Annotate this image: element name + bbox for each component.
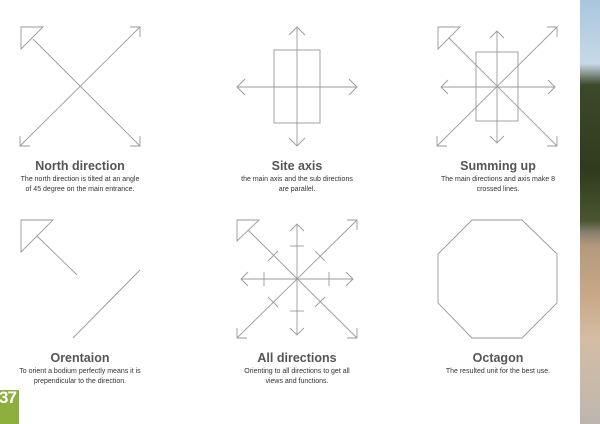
panel-text: views and functions. [265, 378, 329, 385]
panel-title: All directions [257, 351, 337, 365]
panel-text: Orienting to all directions to get all [244, 368, 350, 375]
panel-text: crossed lines. [476, 186, 520, 193]
panel-text: are parallel. [278, 186, 316, 193]
page-number-badge: 37 [0, 388, 19, 424]
panel-title: Summing up [460, 159, 536, 173]
panel-text: To orient a bodium perfectly means it is [19, 368, 141, 375]
octagon-diagram [437, 219, 558, 339]
panel-north-direction: North direction The north direction is t… [0, 159, 165, 195]
page-number: 37 [0, 388, 17, 407]
panel-text: prependicular to the direction. [33, 378, 127, 385]
panel-title: North direction [35, 159, 125, 173]
panel-title: Orentaion [50, 351, 110, 365]
panel-summing-up: Summing up The main directions and axis … [413, 159, 583, 195]
panel-text: The main directions and axis make 8 [441, 176, 555, 183]
panel-text: The resulted unit for the best use. [445, 368, 551, 375]
panel-site-axis: Site axis the main axis and the sub dire… [212, 159, 382, 195]
panel-text: The north direction is tilted at an angl… [20, 176, 140, 183]
panel-title: Octagon [472, 351, 524, 365]
panel-title: Site axis [271, 159, 323, 173]
orientation-diagram [20, 219, 141, 339]
site-axis-diagram [236, 26, 358, 147]
all-directions-diagram [236, 219, 358, 339]
panel-text: of 45 degree on the main entrance. [25, 186, 135, 193]
panel-text: the main axis and the sub directions [241, 176, 353, 183]
summing-up-diagram [436, 26, 558, 147]
north-direction-diagram [19, 26, 141, 147]
side-photo [580, 0, 600, 424]
panel-octagon: Octagon The resulted unit for the best u… [413, 351, 583, 377]
panel-orientation: Orentaion To orient a bodium perfectly m… [0, 351, 165, 387]
panel-all-directions: All directions Orienting to all directio… [212, 351, 382, 387]
